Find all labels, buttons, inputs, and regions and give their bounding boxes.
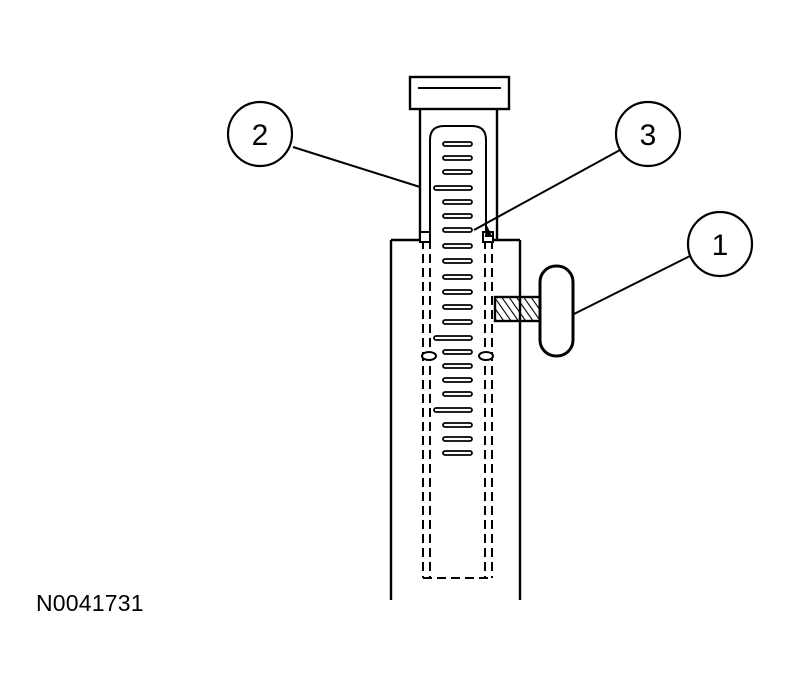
gauge-scale bbox=[433, 141, 473, 456]
leader-lines bbox=[292, 146, 691, 315]
callout-circle bbox=[686, 210, 754, 278]
callout-label-2: 2 bbox=[252, 119, 269, 152]
callout-circle bbox=[226, 100, 294, 168]
figure-reference-code: N0041731 bbox=[36, 590, 144, 616]
callout-3: 3 bbox=[614, 100, 682, 168]
locking-knob bbox=[493, 264, 575, 358]
callout-1: 1 bbox=[686, 210, 754, 278]
leader-line-3 bbox=[473, 149, 621, 231]
retaining-clips bbox=[419, 224, 494, 361]
plunger-body bbox=[408, 75, 511, 240]
inner-sleeve-hidden bbox=[422, 240, 493, 579]
callout-label-1: 1 bbox=[712, 229, 729, 262]
leader-line-1 bbox=[573, 255, 691, 315]
callout-2: 2 bbox=[226, 100, 294, 168]
callout-circle bbox=[614, 100, 682, 168]
plunger-cap bbox=[408, 75, 511, 111]
callout-label-3: 3 bbox=[640, 119, 657, 152]
leader-line-2 bbox=[292, 146, 421, 188]
